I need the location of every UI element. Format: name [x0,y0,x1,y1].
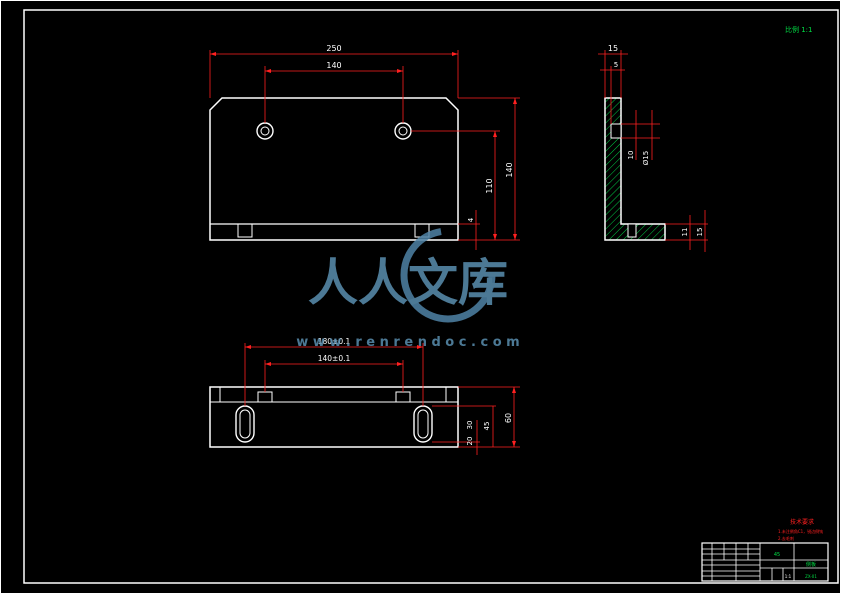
tech-note-2: 2.去毛刺 [778,535,794,541]
top-dimensions [244,343,520,455]
front-outline [209,97,459,241]
dim-height-total: 140 [505,162,514,177]
dim-hole-height: 110 [485,178,494,193]
dim-top-width: 15 [608,44,618,53]
slot-left-inner [239,409,251,439]
front-hole-left-inner [260,126,270,136]
top-view: 180±0.1 140±0.1 30 20 45 60 [209,337,520,455]
tech-notes-title: 技术要求 [790,518,814,526]
dim-base-height: 15 [696,228,704,237]
dim-small-step: 4 [467,217,475,222]
top-notch-left [257,391,273,403]
top-notch-right [395,391,411,403]
slot-left [235,405,255,443]
front-view: 250 140 140 110 4 [209,44,520,250]
front-dimensions [209,50,520,250]
side-dimensions [598,50,708,252]
dim-inner-width: 5 [614,61,618,69]
watermark-ring [400,227,496,323]
side-hole-section [610,123,622,139]
title-scale: 1:1 [785,574,792,579]
side-notch [627,223,637,238]
tech-note-1: 1.未注倒角C1，锐边倒钝 [778,528,823,534]
dim-slot-inner: 140±0.1 [318,354,351,363]
front-dim-arrows [210,52,517,240]
dim-hole-dia: Ø15 [642,151,650,165]
dim-hole-offset: 10 [627,151,635,160]
front-hole-left [256,122,274,140]
front-hole-right [394,122,412,140]
slot-right [413,405,433,443]
side-view: 15 5 10 Ø15 11 15 [598,44,708,252]
side-section [604,97,666,241]
top-outline [209,386,459,448]
dim-hole-spacing: 140 [326,61,341,70]
front-hole-right-inner [398,126,408,136]
drawing-frame [23,9,839,584]
watermark-chinese: 人人文库 [308,254,508,312]
dim-mid: 45 [483,422,491,431]
title-drawing-no: ZX-01 [805,574,817,579]
top-dim-arrows [245,345,516,447]
slot-right-inner [417,409,429,439]
dim-overall-width: 250 [326,44,341,53]
watermark-url: w w w . r e n r e n d o c . c o m [296,335,519,350]
front-notch-left [237,223,253,238]
dim-slot-to-edge: 20 [466,437,474,446]
corner-mark: 比例 1:1 [785,25,813,34]
dim-slot-length: 30 [466,421,474,430]
dim-slot-outer: 180±0.1 [318,337,351,346]
title-material: 45 [774,552,780,558]
dim-total-depth: 60 [504,413,513,423]
dim-base-thickness: 11 [681,228,689,237]
title-part-name: 侧板 [806,561,816,568]
watermark: 人人文库 w w w . r e n r e n d o c . c o m [296,227,520,350]
title-block [701,542,829,582]
tech-notes: 技术要求 1.未注倒角C1，锐边倒钝 2.去毛刺 [778,518,823,541]
